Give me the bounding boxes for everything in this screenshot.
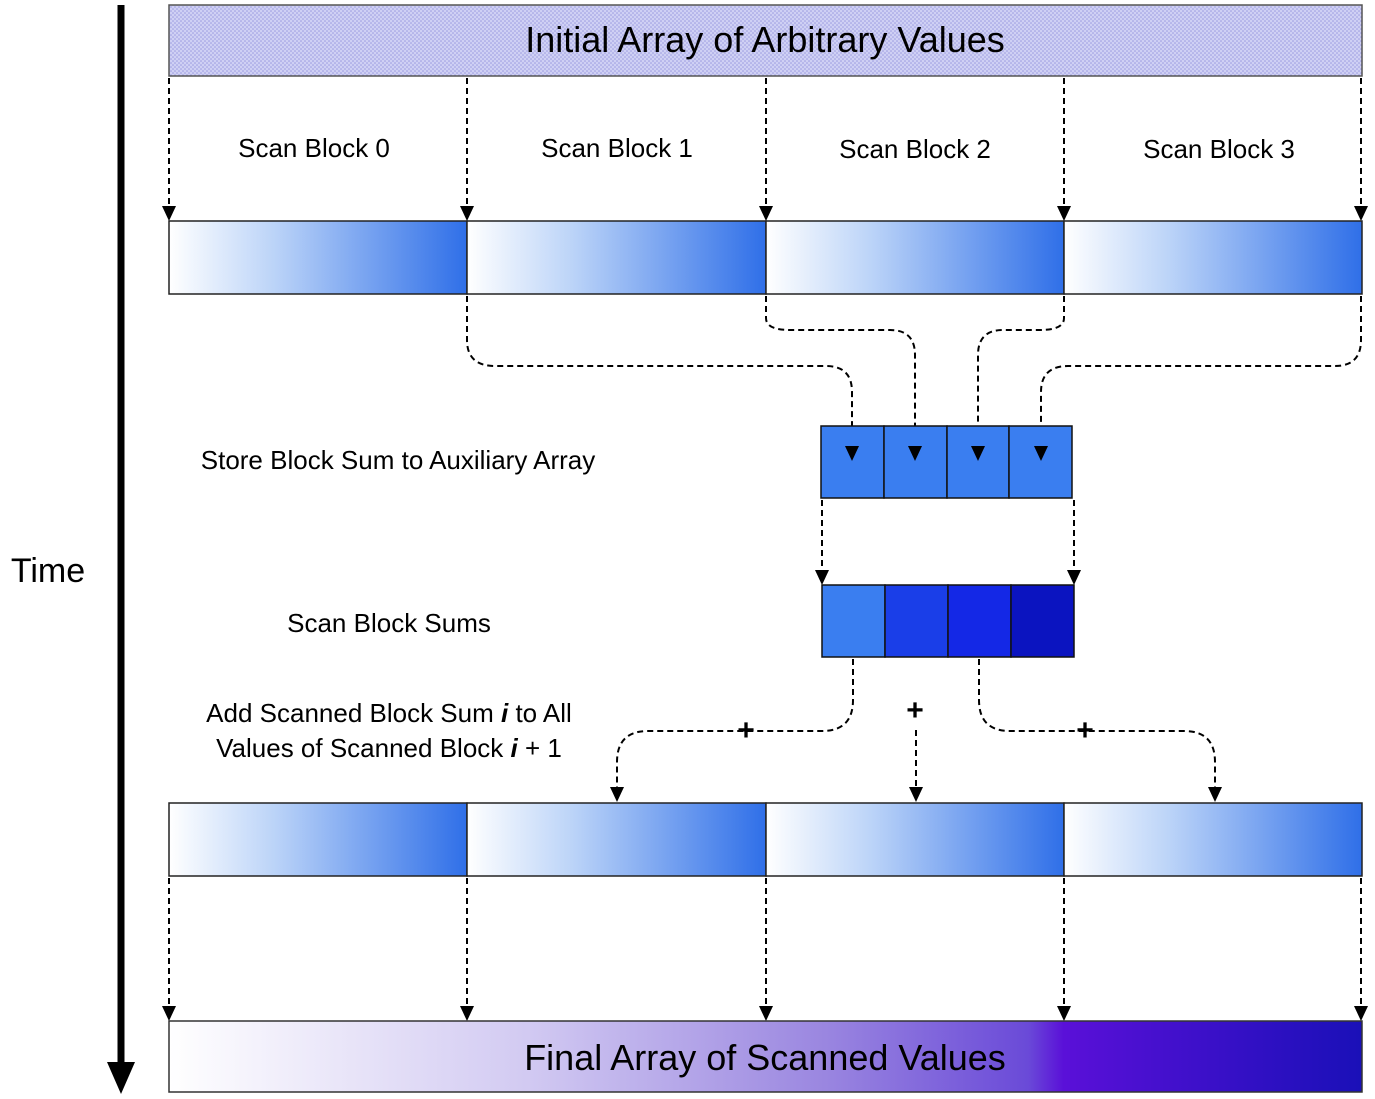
sum-cell: [821, 584, 886, 658]
aux-cell: [1008, 425, 1073, 499]
plus-icon: +: [906, 694, 924, 727]
scan-block-label: Scan Block 3: [1143, 134, 1295, 164]
arrow-head-icon: [610, 787, 624, 802]
arrow-head-icon: [1354, 1006, 1368, 1021]
arrow-head-icon: [162, 206, 176, 221]
final-array: Final Array of Scanned Values: [168, 1020, 1363, 1093]
arrow-head-icon: [1067, 570, 1081, 585]
auxiliary-array: [820, 425, 1073, 499]
arrow-head-icon: [759, 206, 773, 221]
arrow-head-icon: [1057, 1006, 1071, 1021]
aux-to-sums-arrows: [821, 500, 1075, 572]
arrow-head-icon: [1057, 206, 1071, 221]
final-array-label: Final Array of Scanned Values: [524, 1037, 1006, 1078]
scan-block-label: Scan Block 2: [839, 134, 991, 164]
initial-array: Initial Array of Arbitrary Values: [168, 4, 1363, 77]
added-block: [466, 802, 767, 877]
arrow-head-icon: [1034, 446, 1048, 461]
arrow-head-icon: [908, 446, 922, 461]
add-label-var: i: [511, 733, 519, 763]
initial-to-blocks-arrows: [168, 78, 1362, 208]
aux-arrow-heads: [845, 446, 1048, 461]
scanned-block: [466, 220, 767, 295]
curved-dashed-arrow: [466, 296, 853, 448]
add-label: Add Scanned Block Sum i to All Values of…: [206, 698, 572, 763]
aux-cell: [946, 425, 1010, 499]
sums-arrow-heads: [815, 570, 1081, 585]
curved-dashed-arrow: [1040, 296, 1362, 448]
added-block: [765, 802, 1065, 877]
initial-array-box: [168, 4, 1363, 77]
arrow-head-icon: [909, 787, 923, 802]
add-label-text: Add Scanned Block Sum: [206, 698, 501, 728]
time-axis: Time: [11, 5, 135, 1094]
curved-dashed-arrow: [977, 296, 1065, 448]
plus-icon: +: [1076, 714, 1094, 747]
scan-block-labels: Scan Block 0 Scan Block 1 Scan Block 2 S…: [238, 133, 1295, 164]
scan-sums-label: Scan Block Sums: [287, 608, 491, 638]
added-block: [1063, 802, 1363, 877]
scanned-blocks-row: [168, 220, 1363, 295]
add-label-text: + 1: [518, 733, 562, 763]
add-label-var: i: [501, 698, 509, 728]
scanned-block: [168, 220, 468, 295]
curved-dashed-arrow: [765, 296, 916, 448]
arrow-head-icon: [460, 1006, 474, 1021]
scanned-block: [1063, 220, 1363, 295]
sum-cell: [884, 584, 949, 658]
to-final-arrows: [168, 878, 1362, 1008]
arrow-head-icon: [1208, 787, 1222, 802]
time-arrow-icon: [107, 1062, 135, 1094]
curved-dashed-arrow: [616, 659, 854, 789]
arrow-head-icon: [460, 206, 474, 221]
sum-cell: [947, 584, 1012, 658]
aux-cell: [820, 425, 885, 499]
added-blocks-row: [168, 802, 1363, 877]
added-block: [168, 802, 468, 877]
add-label-text: Values of Scanned Block: [216, 733, 510, 763]
scanned-block-sums: [821, 584, 1075, 658]
arrow-head-icon: [162, 1006, 176, 1021]
final-arrow-heads: [162, 1006, 1368, 1021]
aux-cell: [883, 425, 948, 499]
scan-block-label: Scan Block 1: [541, 133, 693, 163]
arrow-head-icon: [845, 446, 859, 461]
scan-block-label: Scan Block 0: [238, 133, 390, 163]
time-label: Time: [11, 552, 85, 590]
add-label-line1: Add Scanned Block Sum i to All: [206, 698, 572, 728]
plus-signs: + + +: [737, 694, 1094, 747]
add-label-line2: Values of Scanned Block i + 1: [216, 733, 562, 763]
final-array-box: [168, 1020, 1363, 1093]
plus-icon: +: [737, 714, 755, 747]
add-label-text: to All: [508, 698, 572, 728]
sum-cell: [1010, 584, 1075, 658]
initial-arrow-heads: [162, 206, 1368, 221]
curved-dashed-arrow: [978, 659, 1216, 789]
initial-array-label: Initial Array of Arbitrary Values: [525, 19, 1005, 60]
arrow-head-icon: [815, 570, 829, 585]
add-arrows: [616, 659, 1216, 789]
store-label: Store Block Sum to Auxiliary Array: [201, 445, 595, 475]
block-sum-arrows: [466, 296, 1362, 448]
add-arrow-heads: [610, 787, 1222, 802]
arrow-head-icon: [971, 446, 985, 461]
arrow-head-icon: [1354, 206, 1368, 221]
arrow-head-icon: [759, 1006, 773, 1021]
scanned-block: [765, 220, 1065, 295]
